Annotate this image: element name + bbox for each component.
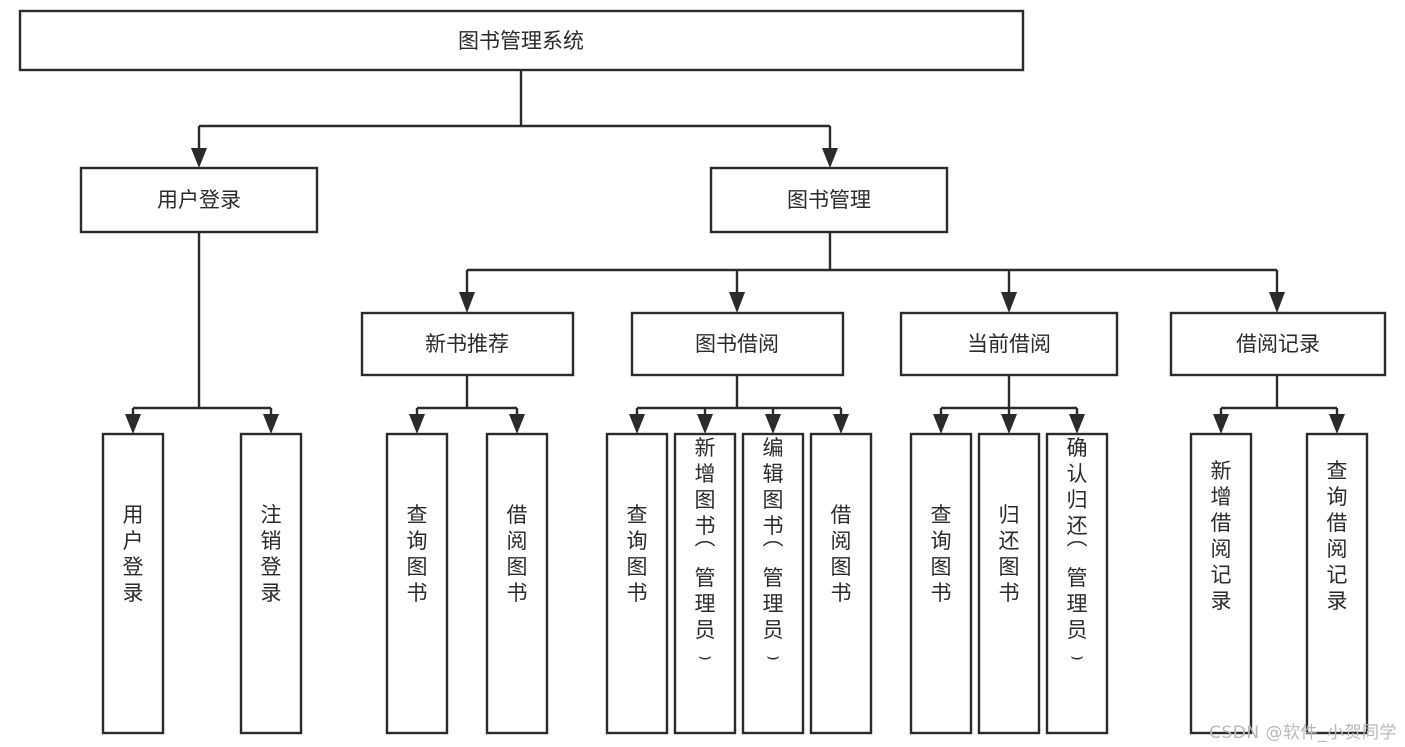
arrow-newbook-leaf-1 — [409, 414, 425, 434]
leaf-borrow-records-1[interactable]: 新增借阅记录 — [1189, 432, 1253, 735]
connector-group-new-book — [409, 375, 525, 434]
leaf-current-borrow-1-label: 查询图书 — [931, 503, 952, 605]
leaf-borrow-records-2-label: 查询借阅记录 — [1327, 459, 1348, 613]
leaf-book-borrow-3[interactable]: 编辑图书⌒管理员⌣ — [741, 432, 805, 735]
arrow-currentborrow-leaf-1 — [933, 414, 949, 434]
leaf-book-borrow-4-box[interactable] — [809, 432, 873, 735]
node-current-borrow[interactable]: 当前借阅 — [899, 311, 1119, 377]
arrow-borrowrecords-leaf-1 — [1213, 414, 1229, 434]
arrow-currentborrow-leaf-2 — [1001, 414, 1017, 434]
node-user-login-label: 用户登录 — [157, 188, 241, 212]
arrow-bookborrow-leaf-4 — [833, 414, 849, 434]
arrow-bookmgmt-to-borrow-records — [1269, 292, 1285, 313]
arrow-bookmgmt-to-book-borrow — [729, 292, 745, 313]
leaf-new-book-1-box[interactable] — [385, 432, 449, 735]
arrow-bookborrow-leaf-3 — [765, 414, 781, 434]
leaf-current-borrow-3-label: 确认归还⌒管理员⌣ — [1067, 436, 1088, 668]
arrow-newbook-leaf-2 — [509, 414, 525, 434]
node-book-borrow[interactable]: 图书借阅 — [630, 311, 845, 377]
arrow-bookmgmt-to-current-borrow — [1001, 292, 1017, 313]
leaf-book-borrow-3-box[interactable] — [741, 432, 805, 735]
leaf-user-login-2-label: 注销登录 — [261, 503, 282, 605]
node-root-box[interactable] — [18, 9, 1025, 72]
leaf-book-borrow-4[interactable]: 借阅图书 — [809, 432, 873, 735]
leaf-new-book-1-label: 查询图书 — [407, 503, 428, 605]
node-new-book-recommend-label: 新书推荐 — [425, 332, 509, 356]
leaf-user-login-1[interactable]: 用户登录 — [101, 432, 165, 735]
csdn-watermark: CSDN @软件_小贺同学 — [1209, 723, 1397, 743]
node-book-borrow-box[interactable] — [630, 311, 845, 377]
node-book-management[interactable]: 图书管理 — [709, 166, 949, 234]
connector-group-current-borrow — [933, 375, 1085, 434]
arrow-bookmgmt-to-new-book — [459, 292, 475, 313]
arrow-root-to-bookmgmt — [822, 148, 838, 168]
leaf-book-borrow-1[interactable]: 查询图书 — [605, 432, 669, 735]
leaf-new-book-2-box[interactable] — [485, 432, 549, 735]
node-current-borrow-label: 当前借阅 — [967, 332, 1051, 356]
connector-group-borrow-records — [1213, 375, 1345, 434]
arrow-bookborrow-leaf-1 — [629, 414, 645, 434]
arrow-root-to-userlogin — [191, 148, 207, 168]
leaf-current-borrow-3[interactable]: 确认归还⌒管理员⌣ — [1045, 432, 1109, 735]
connector-group-userlogin — [125, 232, 279, 434]
node-user-login[interactable]: 用户登录 — [79, 166, 319, 234]
leaf-current-borrow-2-box[interactable] — [977, 432, 1041, 735]
leaf-new-book-2[interactable]: 借阅图书 — [485, 432, 549, 735]
arrow-bookborrow-leaf-2 — [697, 414, 713, 434]
node-borrow-records-label: 借阅记录 — [1236, 332, 1320, 356]
connector-group-bookmgmt — [459, 232, 1285, 313]
connector-group-root — [191, 70, 838, 168]
node-root[interactable]: 图书管理系统 — [18, 9, 1025, 72]
leaf-current-borrow-2-label: 归还图书 — [999, 503, 1020, 605]
arrow-userlogin-leaf-1 — [125, 414, 141, 434]
arrow-borrowrecords-leaf-2 — [1329, 414, 1345, 434]
leaf-book-borrow-3-label: 编辑图书⌒管理员⌣ — [763, 436, 784, 668]
leaf-borrow-records-2-box[interactable] — [1305, 432, 1369, 735]
node-borrow-records-box[interactable] — [1169, 311, 1387, 377]
leaf-borrow-records-1-label: 新增借阅记录 — [1211, 459, 1232, 613]
arrow-userlogin-leaf-2 — [263, 414, 279, 434]
leaf-user-login-2-box[interactable] — [239, 432, 303, 735]
leaf-borrow-records-2[interactable]: 查询借阅记录 — [1305, 432, 1369, 735]
node-current-borrow-box[interactable] — [899, 311, 1119, 377]
leaf-user-login-1-label: 用户登录 — [123, 503, 144, 605]
leaf-new-book-2-label: 借阅图书 — [507, 503, 528, 605]
node-book-management-label: 图书管理 — [787, 188, 871, 212]
node-user-login-box[interactable] — [79, 166, 319, 234]
leaf-borrow-records-1-box[interactable] — [1189, 432, 1253, 735]
arrow-currentborrow-leaf-3 — [1069, 414, 1085, 434]
leaf-book-borrow-2[interactable]: 新增图书⌒管理员⌣ — [673, 432, 737, 735]
leaf-current-borrow-3-box[interactable] — [1045, 432, 1109, 735]
leaf-current-borrow-1-box[interactable] — [909, 432, 973, 735]
leaf-user-login-2[interactable]: 注销登录 — [239, 432, 303, 735]
leaf-current-borrow-2[interactable]: 归还图书 — [977, 432, 1041, 735]
leaf-book-borrow-2-label: 新增图书⌒管理员⌣ — [695, 436, 716, 668]
node-new-book-recommend[interactable]: 新书推荐 — [360, 311, 575, 377]
connector-group-book-borrow — [629, 375, 849, 434]
node-root-label: 图书管理系统 — [458, 29, 584, 53]
leaf-user-login-1-box[interactable] — [101, 432, 165, 735]
node-book-borrow-label: 图书借阅 — [695, 332, 779, 356]
leaf-new-book-1[interactable]: 查询图书 — [385, 432, 449, 735]
node-book-management-box[interactable] — [709, 166, 949, 234]
leaf-book-borrow-4-label: 借阅图书 — [831, 503, 852, 605]
leaf-current-borrow-1[interactable]: 查询图书 — [909, 432, 973, 735]
leaf-book-borrow-1-label: 查询图书 — [627, 503, 648, 605]
node-new-book-recommend-box[interactable] — [360, 311, 575, 377]
leaf-book-borrow-2-box[interactable] — [673, 432, 737, 735]
node-borrow-records[interactable]: 借阅记录 — [1169, 311, 1387, 377]
leaf-book-borrow-1-box[interactable] — [605, 432, 669, 735]
